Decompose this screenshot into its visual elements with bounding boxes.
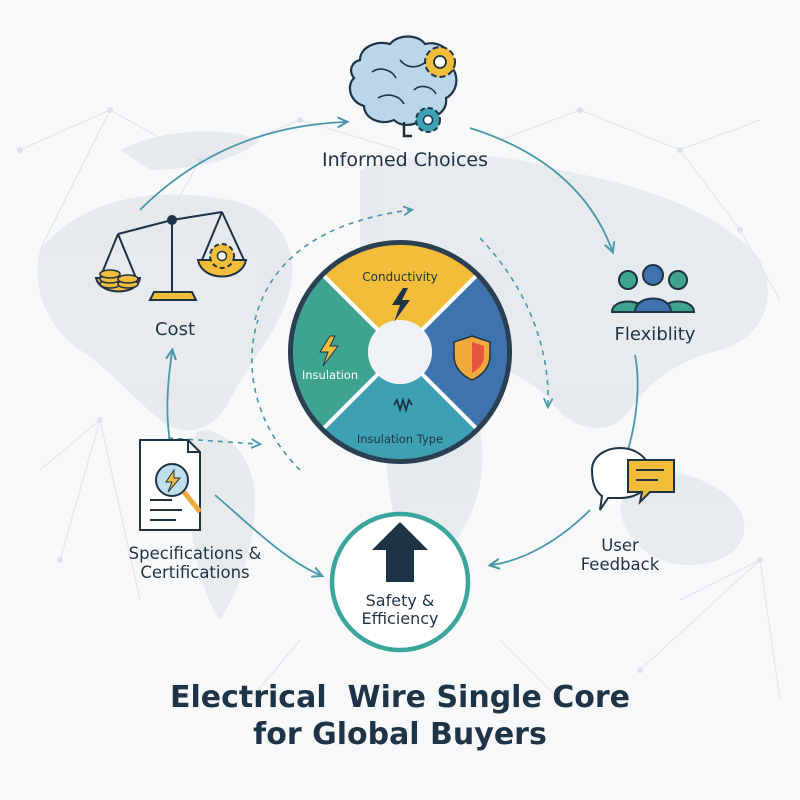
arrow-spec-to-safety <box>214 494 320 575</box>
page-title: Electrical Wire Single Core for Global B… <box>0 680 800 753</box>
arrow-spec-to-cost <box>167 352 172 443</box>
coins-icon <box>99 269 139 289</box>
title-line2: for Global Buyers <box>253 716 547 752</box>
lightning-bolt-icon <box>392 288 410 322</box>
node-informed-choices: Informed Choices <box>322 149 488 171</box>
lightning-bolt-icon <box>319 335 339 367</box>
segment-insulation-type <box>324 352 476 460</box>
document-magnifier-icon <box>139 439 202 531</box>
node-safety-line1: Safety & <box>365 591 435 610</box>
node-cost: Cost <box>154 319 196 340</box>
safety-node <box>329 511 471 653</box>
arrow-informed-to-flex <box>469 127 612 250</box>
gear-icon <box>209 243 235 269</box>
brain-gears-icon <box>348 35 458 138</box>
node-safety-line2: Efficiency <box>361 609 439 629</box>
arrow-feedback-to-safety <box>492 509 591 565</box>
node-specifications: Specifications & Certifications <box>95 544 295 583</box>
node-user-feedback: User Feedback <box>560 536 680 575</box>
segment-insulation <box>292 276 400 428</box>
property-wheel: Conductivity Insulation Insulation Type <box>288 240 512 464</box>
arrow-flex-to-feedback <box>627 354 639 451</box>
people-group-icon <box>610 264 696 313</box>
title-line1: Electrical Wire Single Core <box>169 680 631 715</box>
wheel-label-insulation: Insulation <box>302 368 358 382</box>
wheel-label-insulation-type: Insulation Type <box>357 432 443 446</box>
spring-icon <box>393 396 413 414</box>
node-user-feedback-line2: Feedback <box>580 554 660 574</box>
wheel-label-conductivity: Conductivity <box>362 270 437 284</box>
arrow-cost-to-informed <box>139 122 345 211</box>
node-user-feedback-line1: User <box>601 536 639 555</box>
node-specifications-line1: Specifications & <box>128 544 262 563</box>
node-safety: Safety & Efficiency <box>320 591 480 629</box>
node-flexibility: Flexiblity <box>614 324 696 345</box>
chat-bubbles-icon <box>590 446 675 511</box>
cycle-arrows <box>139 122 639 575</box>
inner-dashed-arrows <box>167 210 548 471</box>
up-arrow-icon <box>372 522 428 582</box>
network-nodes <box>17 107 763 673</box>
shield-icon <box>453 335 491 381</box>
node-specifications-line2: Certifications <box>140 562 250 582</box>
